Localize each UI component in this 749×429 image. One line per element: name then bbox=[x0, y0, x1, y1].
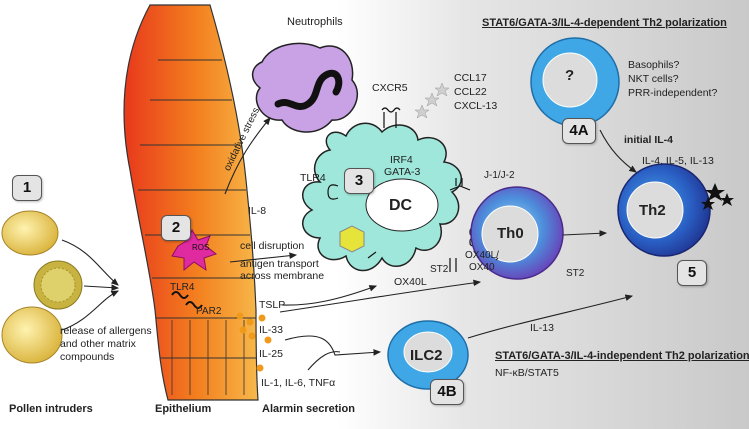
release-line-1: release of allergens bbox=[60, 325, 152, 337]
release-line-3: compounds bbox=[60, 351, 115, 363]
par2-label: PAR2 bbox=[196, 306, 222, 317]
tlr4-dc-label: TLR4 bbox=[300, 172, 326, 184]
th0-nucleus bbox=[481, 205, 539, 263]
th2-label: Th2 bbox=[639, 202, 666, 219]
th0-label: Th0 bbox=[497, 225, 524, 242]
gata3-label: GATA-3 bbox=[384, 166, 421, 178]
cell-disruption-label: cell disruption bbox=[240, 240, 305, 252]
badge-2: 2 bbox=[161, 215, 191, 241]
basophils-label: Basophils? bbox=[628, 59, 680, 71]
ox40l-label: OX40L bbox=[394, 276, 427, 288]
antigen-transport-line-2: across membrane bbox=[240, 270, 325, 282]
antigen-transport-line-1: antigen transport bbox=[240, 258, 319, 270]
badge-3: 3 bbox=[344, 168, 374, 194]
cytokine-stars bbox=[701, 183, 734, 210]
alarmin-secretion-label: Alarmin secretion bbox=[262, 403, 355, 415]
pollen-grains bbox=[1, 210, 83, 364]
th2-nucleus bbox=[626, 181, 684, 239]
il8-label: IL-8 bbox=[248, 205, 267, 217]
pollen-arrows bbox=[61, 239, 120, 331]
nfkb-stat5-label: NF-κB/STAT5 bbox=[495, 367, 559, 379]
il25-label: IL-25 bbox=[259, 348, 283, 360]
bottom-polarization-heading: STAT6/GATA-3/IL-4-independent Th2 polari… bbox=[495, 350, 749, 362]
badge-5: 5 bbox=[677, 260, 707, 286]
tslp-label: TSLP bbox=[259, 299, 286, 311]
st2-th0-label: ST2 bbox=[566, 268, 585, 279]
cxcr5-label: CXCR5 bbox=[372, 82, 408, 94]
cell-4a-nucleus bbox=[542, 52, 598, 108]
j1-j2-label: J-1/J-2 bbox=[484, 170, 515, 181]
neutrophils-label: Neutrophils bbox=[287, 16, 343, 28]
pollen-intruders-label: Pollen intruders bbox=[9, 403, 93, 415]
ros-label: ROS bbox=[192, 243, 210, 252]
epithelium-label: Epithelium bbox=[155, 403, 212, 415]
il13-label: IL-13 bbox=[530, 322, 554, 334]
ilc2-label: ILC2 bbox=[410, 347, 443, 364]
top-polarization-heading: STAT6/GATA-3/IL-4-dependent Th2 polariza… bbox=[482, 17, 727, 29]
tlr4-epithelium-label: TLR4 bbox=[170, 282, 195, 293]
il4-il5-il13-label: IL-4, IL-5, IL-13 bbox=[642, 155, 714, 167]
badge-4a: 4A bbox=[562, 118, 596, 144]
ox40l-ox40-line-1: OX40L/ bbox=[465, 250, 499, 261]
badge-1: 1 bbox=[12, 175, 42, 201]
release-line-2: and other matrix bbox=[60, 338, 136, 350]
irf4-label: IRF4 bbox=[390, 154, 413, 166]
question-mark: ? bbox=[565, 67, 575, 84]
il33-label: IL-33 bbox=[259, 324, 283, 336]
ccl17-label: CCL17 bbox=[454, 72, 487, 84]
prr-independent-label: PRR-independent? bbox=[628, 87, 718, 99]
cxcl13-label: CXCL-13 bbox=[454, 100, 498, 112]
badge-4b: 4B bbox=[430, 379, 464, 405]
antigen-hexagon bbox=[339, 225, 365, 253]
chemokine-stars bbox=[414, 82, 450, 119]
epithelium-cells bbox=[123, 4, 259, 401]
alarmin-dots bbox=[236, 312, 272, 372]
il1-il6-tnfa-label: IL-1, IL-6, TNFα bbox=[261, 377, 336, 389]
ox40l-ox40-line-2: OX40 bbox=[469, 262, 495, 273]
epithelial-receptors bbox=[171, 291, 203, 309]
flow-arrows bbox=[224, 117, 637, 371]
dc-label: DC bbox=[389, 197, 413, 214]
ilc2-nucleus bbox=[403, 331, 453, 373]
st2-dc-label: ST2 bbox=[430, 264, 449, 275]
ros-burst bbox=[171, 228, 218, 272]
nkt-cells-label: NKT cells? bbox=[628, 73, 679, 85]
neutrophil-cell bbox=[251, 42, 358, 133]
initial-il4-label: initial IL-4 bbox=[624, 134, 674, 146]
ccl22-label: CCL22 bbox=[454, 86, 487, 98]
